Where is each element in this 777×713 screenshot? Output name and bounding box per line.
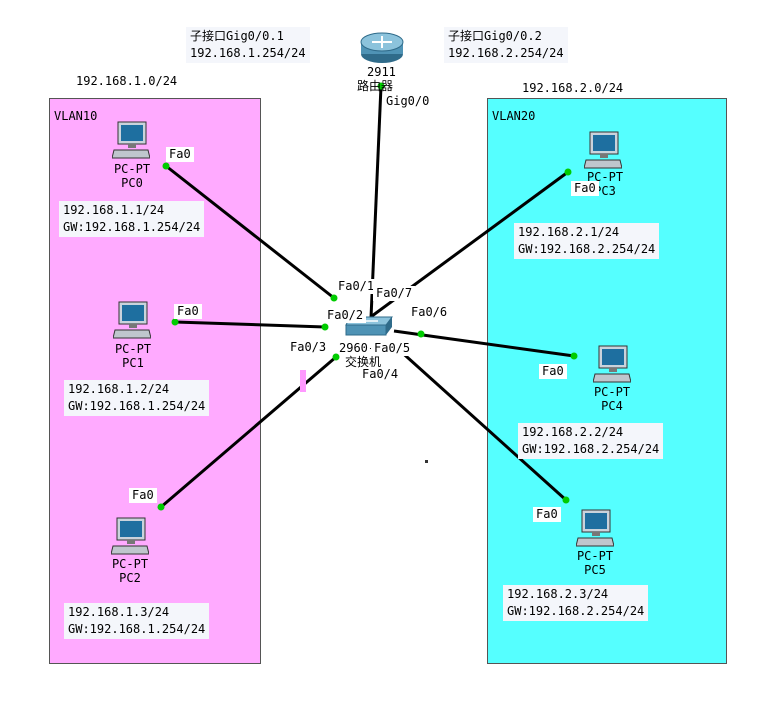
port-light (417, 330, 425, 338)
port-light (564, 168, 572, 176)
link-pc5 (395, 346, 568, 502)
pc2-name: PC2 (119, 571, 141, 585)
port-light (570, 352, 578, 360)
pc3-name: PC3 (594, 184, 616, 198)
link-pc0 (165, 164, 335, 300)
switch-port-fa06: Fa0/6 (408, 305, 451, 320)
pc2-gateway: GW:192.168.1.254/24 (68, 622, 206, 636)
router-name: 路由器 (357, 79, 394, 93)
pc0-address-note: 192.168.1.1/24 GW:192.168.1.254/24 (59, 201, 205, 237)
vlan20-zone: VLAN20 (487, 98, 727, 664)
subinterface-2-title: 子接口Gig0/0.2 (448, 29, 542, 43)
pc3-type: PC-PT (586, 170, 624, 184)
pc1-type: PC-PT (114, 342, 152, 356)
pc5-ip: 192.168.2.3/24 (507, 587, 609, 601)
pc1-name: PC1 (122, 356, 144, 370)
pc2-ip: 192.168.1.3/24 (68, 605, 170, 619)
pink-marker (300, 370, 306, 392)
pc1-address-note: 192.168.1.2/24 GW:192.168.1.254/24 (64, 380, 210, 416)
switch-port-fa05: Fa0/5 (371, 341, 414, 356)
switch-port-fa02: Fa0/2 (324, 308, 367, 323)
router-subinterface-1-note: 子接口Gig0/0.1 192.168.1.254/24 (186, 27, 310, 63)
pc4-address-note: 192.168.2.2/24 GW:192.168.2.254/24 (518, 423, 664, 459)
vlan20-label: VLAN20 (492, 109, 536, 123)
router-model: 2911 (367, 65, 396, 79)
pc0-type: PC-PT (113, 162, 151, 176)
pc0-gateway: GW:192.168.1.254/24 (63, 220, 201, 234)
pc5-type: PC-PT (576, 549, 614, 563)
pc5-gateway: GW:192.168.2.254/24 (507, 604, 645, 618)
switch-model: 2960- (339, 341, 376, 355)
stray-dot (425, 460, 428, 463)
link-pc2 (160, 355, 337, 509)
pc3-port: Fa0 (571, 181, 599, 196)
pc5-icon[interactable] (576, 508, 614, 550)
switch-port-fa03: Fa0/3 (287, 340, 330, 355)
link-pc1 (174, 320, 326, 329)
port-light (332, 353, 340, 361)
pc4-port: Fa0 (539, 364, 567, 379)
switch-port-fa07: Fa0/7 (373, 286, 416, 301)
pc3-gateway: GW:192.168.2.254/24 (518, 242, 656, 256)
router-subinterface-2-note: 子接口Gig0/0.2 192.168.2.254/24 (444, 27, 568, 63)
pc2-port: Fa0 (129, 488, 157, 503)
pc4-gateway: GW:192.168.2.254/24 (522, 442, 660, 456)
pc1-gateway: GW:192.168.1.254/24 (68, 399, 206, 413)
switch-icon[interactable] (344, 313, 394, 337)
port-light (562, 496, 570, 504)
subinterface-1-title: 子接口Gig0/0.1 (190, 29, 284, 43)
port-light (377, 82, 385, 90)
subinterface-2-ip: 192.168.2.254/24 (448, 46, 564, 60)
pc3-ip: 192.168.2.1/24 (518, 225, 620, 239)
pc0-name: PC0 (121, 176, 143, 190)
pc5-address-note: 192.168.2.3/24 GW:192.168.2.254/24 (503, 585, 649, 621)
pc4-ip: 192.168.2.2/24 (522, 425, 624, 439)
vlan10-label: VLAN10 (54, 109, 98, 123)
port-light (171, 318, 179, 326)
pc2-type: PC-PT (111, 557, 149, 571)
pc2-icon[interactable] (111, 516, 149, 558)
vlan10-network-label: 192.168.1.0/24 (76, 74, 178, 88)
switch-port-fa04: Fa0/4 (359, 367, 402, 382)
pc1-port: Fa0 (174, 304, 202, 319)
port-light (330, 294, 338, 302)
pc0-ip: 192.168.1.1/24 (63, 203, 165, 217)
pc4-icon[interactable] (593, 344, 631, 386)
vlan20-network-label: 192.168.2.0/24 (522, 81, 624, 95)
pc0-icon[interactable] (112, 120, 150, 162)
router-icon[interactable] (359, 30, 405, 66)
switch-name: 交换机 (345, 355, 382, 369)
pc0-port: Fa0 (166, 147, 194, 162)
pc5-port: Fa0 (533, 507, 561, 522)
pc2-address-note: 192.168.1.3/24 GW:192.168.1.254/24 (64, 603, 210, 639)
subinterface-1-ip: 192.168.1.254/24 (190, 46, 306, 60)
pc3-address-note: 192.168.2.1/24 GW:192.168.2.254/24 (514, 223, 660, 259)
port-light (321, 323, 329, 331)
pc5-name: PC5 (584, 563, 606, 577)
pc1-ip: 192.168.1.2/24 (68, 382, 170, 396)
router-port-label: Gig0/0 (383, 94, 433, 109)
switch-port-fa01: Fa0/1 (335, 279, 378, 294)
port-light (157, 503, 165, 511)
port-light (162, 162, 170, 170)
pc3-icon[interactable] (584, 130, 622, 172)
pc4-type: PC-PT (593, 385, 631, 399)
pc4-name: PC4 (601, 399, 623, 413)
pc1-icon[interactable] (113, 300, 151, 342)
